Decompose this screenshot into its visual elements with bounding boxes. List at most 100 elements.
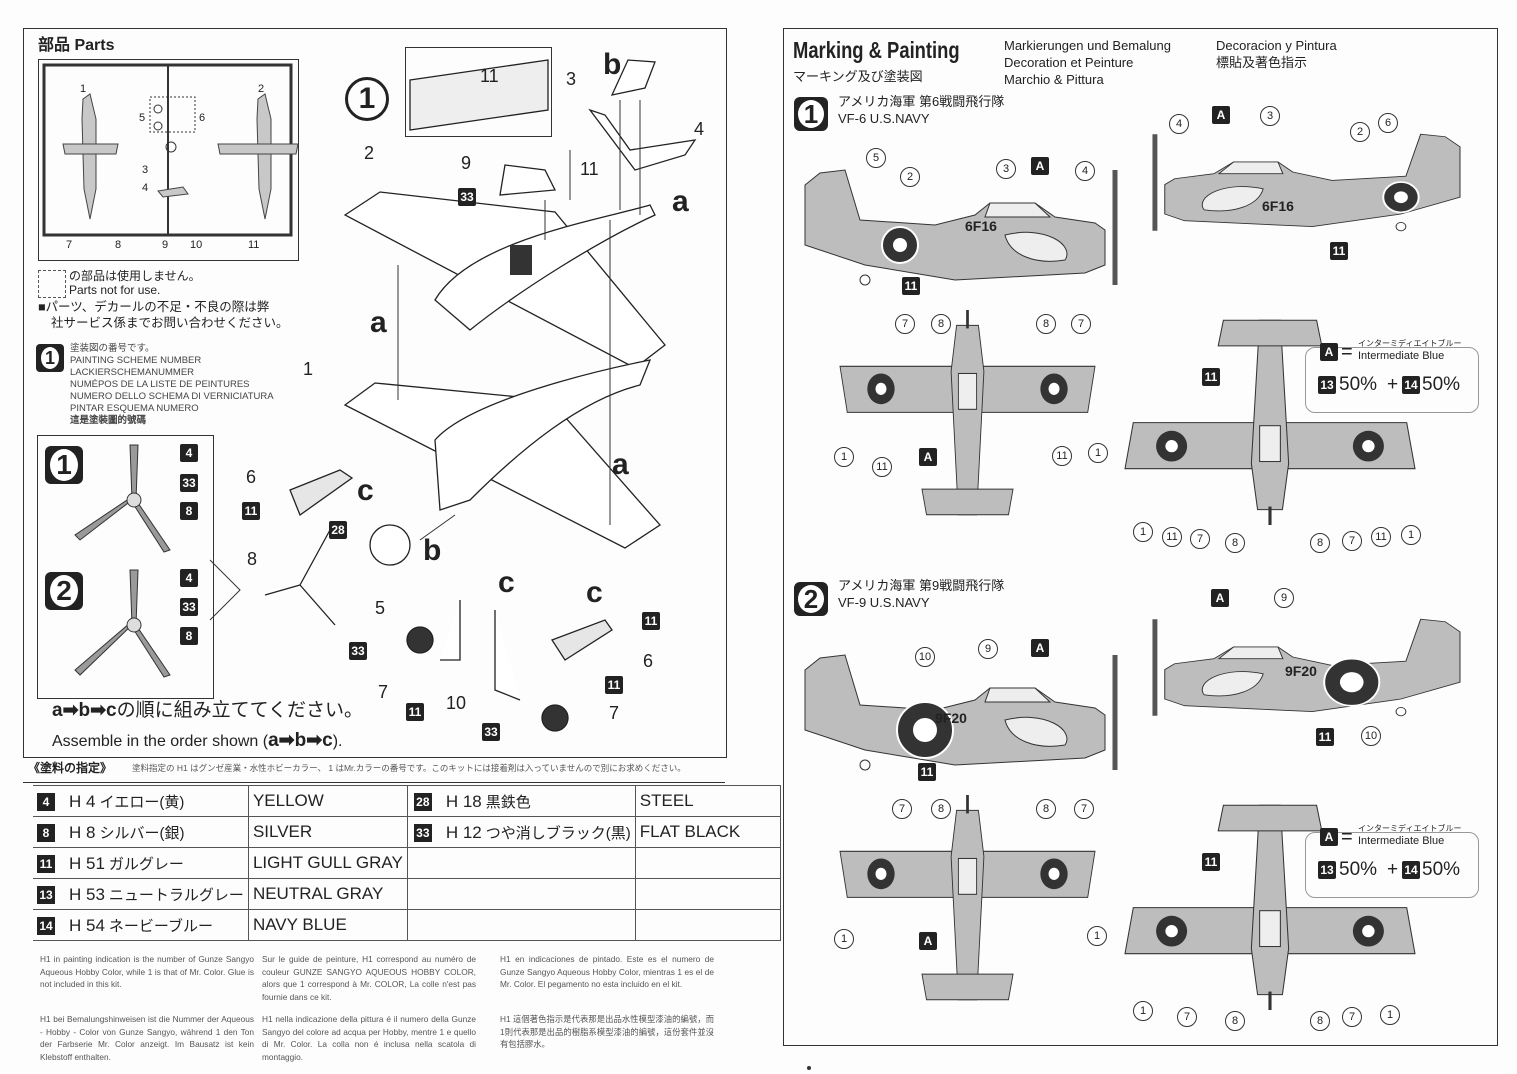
callout-line	[209, 559, 241, 621]
scheme-1-icon: 1	[794, 97, 828, 131]
marking-callout: 3	[1260, 106, 1280, 126]
part-callout: 7	[609, 703, 620, 723]
marking-callout: 8	[1225, 533, 1245, 553]
color-badge: 14	[1402, 861, 1420, 879]
color-code: H 12	[445, 822, 482, 842]
color-name-jp: つや消しブラック(黒)	[485, 824, 631, 842]
color-mix-legend	[1305, 832, 1479, 898]
color-badge-cell: 11	[33, 847, 65, 879]
assembly-frame	[23, 28, 727, 758]
color-code: H 8	[69, 822, 96, 842]
side-view-right	[1150, 615, 1460, 720]
equals-sign: =	[1341, 826, 1353, 848]
marking-callout: 11	[1162, 527, 1182, 547]
parts-title: 部品 Parts	[38, 37, 115, 54]
part-label: 2	[258, 83, 265, 95]
legend-jp: インターミディエイトブルー	[1358, 824, 1462, 833]
marking-callout: 8	[931, 314, 951, 334]
color-code-cell	[441, 847, 636, 879]
aircraft-code: 6F16	[1262, 198, 1294, 214]
color-badge: 33	[482, 723, 500, 741]
roundel-mark	[1048, 382, 1060, 395]
color-name-jp: シルバー(銀)	[99, 824, 185, 842]
color-name-cell: NAVY BLUE	[248, 909, 408, 941]
legend-percent: 50%	[1339, 859, 1378, 880]
part-label: 7	[66, 239, 73, 251]
divider	[23, 782, 725, 783]
legend-en: Intermediate Blue	[1358, 350, 1445, 362]
roundel-mark	[875, 867, 887, 880]
not-used-marker	[38, 270, 66, 298]
part-callout: c	[498, 566, 515, 599]
part-callout: c	[586, 576, 603, 609]
color-badge: 33	[180, 598, 198, 616]
part-callout: a	[612, 448, 629, 481]
color-badge-cell: 8	[33, 816, 65, 848]
color-badge: 28	[413, 793, 432, 811]
marking-callout: 1	[1380, 1005, 1400, 1025]
color-badge: A	[1320, 343, 1338, 361]
part-label: 9	[162, 239, 169, 251]
color-name-jp: 黒鉄色	[485, 793, 531, 811]
marking-callout: 7	[1342, 531, 1362, 551]
color-badge-cell: 14	[33, 909, 65, 941]
marking-callout: 7	[1342, 1007, 1362, 1027]
color-badge: 11	[37, 855, 55, 873]
marking-callout: 7	[892, 799, 912, 819]
color-name-cell: NEUTRAL GRAY	[248, 878, 408, 910]
color-badge: 13	[37, 886, 55, 904]
marking-callout: 3	[996, 159, 1016, 179]
marking-callout: 11	[872, 457, 892, 477]
marking-callout: 4	[1075, 161, 1095, 181]
scheme-1-en: VF-6 U.S.NAVY	[838, 111, 930, 126]
color-badge: 11	[902, 277, 920, 295]
color-name-en: NEUTRAL GRAY	[252, 884, 384, 903]
side-view-left	[805, 650, 1120, 775]
scheme-1-jp: アメリカ海軍 第6戦闘飛行隊	[838, 94, 1005, 109]
roundel-mark	[875, 382, 887, 395]
marking-callout: 7	[895, 314, 915, 334]
legend-plus: +	[1387, 374, 1399, 395]
scheme-number-icon: 1	[36, 344, 64, 372]
color-badge: 4	[180, 444, 198, 462]
marking-callout: 8	[1310, 533, 1330, 553]
marking-callout: 5	[866, 148, 886, 168]
marking-callout: 9	[1274, 588, 1294, 608]
legend-jp: インターミディエイトブルー	[1358, 339, 1462, 348]
legend-percent: 50%	[1422, 374, 1461, 395]
part-label: 6	[199, 112, 206, 124]
color-badge: 8	[37, 824, 55, 842]
roundel-mark	[1394, 191, 1408, 204]
color-badge: A	[1031, 639, 1049, 657]
color-name-jp: ガルグレー	[108, 855, 184, 873]
color-badge: 11	[242, 502, 260, 520]
part-callout: 6	[643, 651, 654, 671]
color-badge: A	[919, 448, 937, 466]
service-note: ■パーツ、デカールの不足・不良の際は弊	[38, 300, 270, 314]
marking-callout: 1	[1133, 1001, 1153, 1021]
roundel-mark	[1048, 867, 1060, 880]
marking-callout: 7	[1074, 799, 1094, 819]
marking-title: Marking & Painting	[793, 37, 960, 63]
legend-plus: +	[1387, 859, 1399, 880]
part-label: 3	[142, 164, 149, 176]
color-name-en: STEEL	[639, 791, 694, 810]
color-badge: 33	[413, 824, 432, 842]
color-badge: 11	[406, 703, 424, 721]
part-label: 4	[142, 182, 149, 194]
bottom-view	[1123, 318, 1417, 527]
part-callout: 5	[375, 598, 386, 618]
color-badge: 8	[180, 502, 198, 520]
part-callout: a	[672, 185, 689, 218]
color-name-cell: SILVER	[248, 816, 408, 848]
marking-callout: 6	[1378, 113, 1398, 133]
marking-callout: 1	[834, 929, 854, 949]
color-badge-cell: 13	[33, 878, 65, 910]
legend-en: Intermediate Blue	[1358, 835, 1445, 847]
marking-callout: 8	[1036, 799, 1056, 819]
